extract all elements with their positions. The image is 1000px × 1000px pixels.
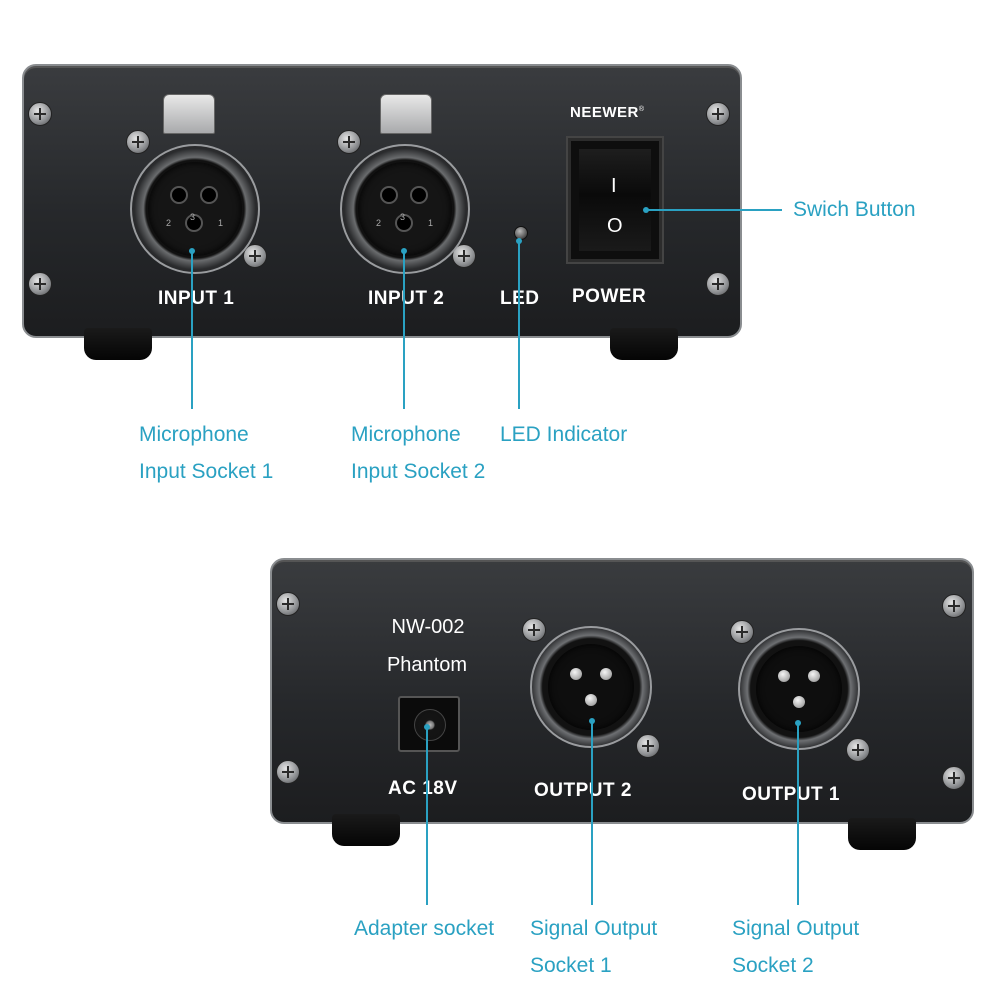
- xlr-hole-icon: [410, 186, 428, 204]
- switch-off-symbol: O: [607, 215, 623, 237]
- xlr-pin-icon: [793, 696, 805, 708]
- input-2-label: INPUT 2: [368, 288, 445, 309]
- screw-icon: [276, 592, 300, 616]
- xlr-female-input-1[interactable]: 2 3 1: [130, 144, 260, 274]
- screw-icon: [942, 766, 966, 790]
- callout-line-adapter: [426, 727, 428, 905]
- xlr-hole-icon: [200, 186, 218, 204]
- callout-mic-input-1-line-2: Input Socket 1: [139, 460, 274, 483]
- callout-adapter-socket: Adapter socket: [354, 917, 495, 940]
- rocker-switch-icon[interactable]: I O: [579, 149, 651, 251]
- screw-icon: [942, 594, 966, 618]
- xlr-hole-icon: [380, 186, 398, 204]
- callout-line-output-1: [591, 721, 593, 905]
- xlr-pin-number: 1: [218, 218, 224, 228]
- xlr-female-input-2[interactable]: 2 3 1: [340, 144, 470, 274]
- xlr-pin-icon: [778, 670, 790, 682]
- screw-icon: [522, 618, 546, 642]
- callout-mic-input-2-line-1: Microphone: [351, 423, 461, 446]
- xlr-pin-number: 3: [400, 212, 406, 222]
- power-switch[interactable]: I O: [568, 138, 662, 262]
- rubber-foot: [848, 818, 916, 850]
- screw-icon: [636, 734, 660, 758]
- callout-signal-output-2-line-2: Socket 2: [732, 954, 814, 977]
- model-type: Phantom: [386, 654, 468, 676]
- xlr-plug-face: [548, 644, 634, 730]
- xlr-latch-icon[interactable]: [163, 94, 215, 134]
- xlr-pin-number: 3: [190, 212, 196, 222]
- xlr-pin-number: 2: [166, 218, 172, 228]
- screw-icon: [846, 738, 870, 762]
- xlr-plug-face: [756, 646, 842, 732]
- xlr-pin-icon: [585, 694, 597, 706]
- callout-line-output-2: [797, 723, 799, 905]
- callout-signal-output-1-line-2: Socket 1: [530, 954, 612, 977]
- xlr-pin-icon: [600, 668, 612, 680]
- screw-icon: [28, 272, 52, 296]
- xlr-male-output-1[interactable]: [738, 628, 860, 750]
- screw-icon: [337, 130, 361, 154]
- callout-line-input-1: [191, 251, 193, 409]
- output-1-label: OUTPUT 1: [742, 784, 840, 805]
- rubber-foot: [332, 814, 400, 846]
- rubber-foot: [84, 328, 152, 360]
- model-number: NW-002: [391, 616, 465, 638]
- brand-name: NEEWER: [570, 104, 639, 121]
- power-label: POWER: [572, 286, 647, 307]
- screw-icon: [28, 102, 52, 126]
- xlr-pin-icon: [808, 670, 820, 682]
- screw-icon: [730, 620, 754, 644]
- switch-on-symbol: I: [611, 175, 617, 197]
- xlr-hole-icon: [170, 186, 188, 204]
- screw-icon: [706, 102, 730, 126]
- callout-line-input-2: [403, 251, 405, 409]
- xlr-socket-face: 2 3 1: [358, 162, 452, 256]
- xlr-hole-icon: [185, 214, 203, 232]
- rubber-foot: [610, 328, 678, 360]
- callout-signal-output-1-line-1: Signal Output: [530, 917, 658, 940]
- screw-icon: [126, 130, 150, 154]
- callout-signal-output-2-line-1: Signal Output: [732, 917, 860, 940]
- registered-mark: ®: [638, 106, 645, 113]
- input-1-label: INPUT 1: [158, 288, 235, 309]
- callout-line-switch: [646, 209, 782, 211]
- xlr-pin-icon: [570, 668, 582, 680]
- brand-logo: NEEWER®: [570, 104, 645, 121]
- dc-jack-socket-icon: [414, 709, 446, 741]
- screw-icon: [276, 760, 300, 784]
- callout-switch-button: Swich Button: [793, 198, 916, 221]
- power-input-label: AC 18V: [388, 778, 458, 799]
- output-2-label: OUTPUT 2: [534, 780, 632, 801]
- xlr-hole-icon: [395, 214, 413, 232]
- callout-mic-input-2-line-2: Input Socket 2: [351, 460, 486, 483]
- xlr-pin-number: 2: [376, 218, 382, 228]
- callout-line-led: [518, 241, 520, 409]
- callout-mic-input-1-line-1: Microphone: [139, 423, 249, 446]
- callout-led-indicator: LED Indicator: [500, 423, 628, 446]
- xlr-pin-number: 1: [428, 218, 434, 228]
- screw-icon: [706, 272, 730, 296]
- xlr-latch-icon[interactable]: [380, 94, 432, 134]
- xlr-socket-face: 2 3 1: [148, 162, 242, 256]
